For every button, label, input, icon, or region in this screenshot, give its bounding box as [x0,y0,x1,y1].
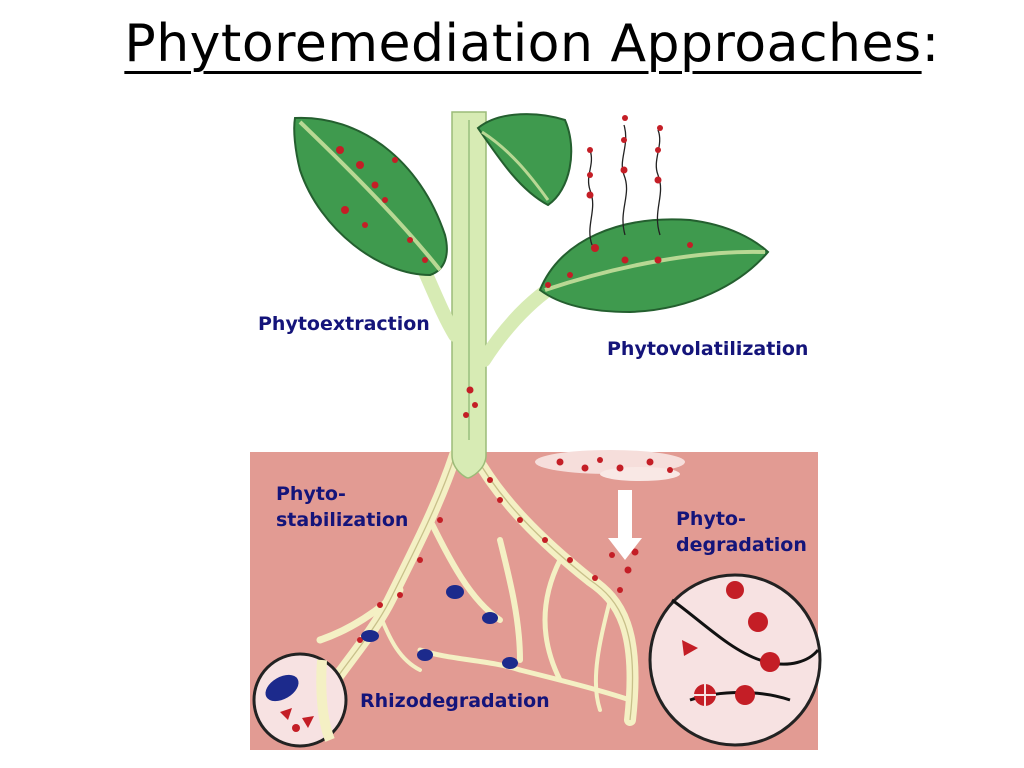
contaminant-particles [336,146,693,643]
phytodegradation-zoom-circle [648,573,822,747]
label-phytoextraction: Phytoextraction [258,313,430,335]
label-rhizodegradation: Rhizodegradation [360,690,550,712]
label-phytostabilization-line2: stabilization [276,509,409,531]
page-title: Phytoremediation Approaches: [0,14,1024,74]
page-title-text: Phytoremediation Approaches [124,14,922,74]
page-title-colon: : [921,14,940,74]
microbe-cluster [361,585,518,669]
label-phytodegradation-line1: Phyto- [676,508,746,530]
top-leaf [476,113,573,207]
rhizodegradation-zoom-circle [252,652,348,748]
label-phytodegradation-line2: degradation [676,534,807,556]
degradation-arrow-icon [608,490,642,560]
label-phytostabilization-line1: Phyto- [276,483,346,505]
label-phytovolatilization: Phytovolatilization [607,338,809,360]
right-leaf [538,218,770,314]
